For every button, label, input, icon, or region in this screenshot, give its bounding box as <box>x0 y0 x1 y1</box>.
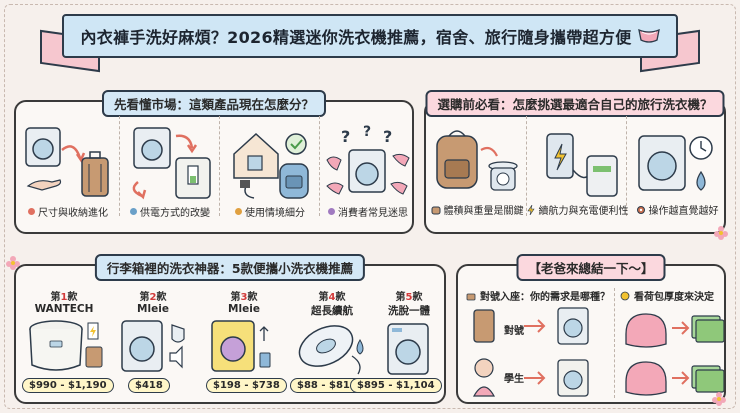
washer-battery-illustration <box>132 127 211 200</box>
selection-column-operation: 操作越直覺越好 <box>628 126 726 217</box>
caption-myths: 消費者常見迷思 <box>338 208 408 219</box>
products-heading: 行李箱裡的洗衣神器：5款便攜小洗衣機推薦 <box>94 254 366 281</box>
washer-to-suitcase-illustration <box>25 127 109 197</box>
suitcase-icon <box>466 293 476 300</box>
summary-right-title: 看荷包厚度來決定 <box>620 288 714 303</box>
washer-question-illustration: ? ? ? <box>326 124 410 195</box>
backpack-scale-illustration <box>436 130 518 191</box>
washer-dryer-illustration <box>387 323 429 375</box>
product-card-2[interactable]: 第2款 Mleie $418 <box>114 288 192 400</box>
svg-text:?: ? <box>363 124 371 140</box>
gear-icon <box>636 205 645 214</box>
page-frame <box>4 4 736 409</box>
svg-text:?: ? <box>341 127 350 146</box>
product-price-2: $418 <box>128 378 170 393</box>
product-name-2: Mleie <box>137 303 169 315</box>
summary-panel: 【老爸來總結一下～】 對號入座：你的需求是哪種？ 看荷包厚度來決定 對號 學生 <box>456 254 726 404</box>
product-rank-4: 4 <box>328 292 336 303</box>
product-rank-1: 1 <box>60 292 68 303</box>
budget-illustration <box>625 313 724 396</box>
backpack-icon <box>431 206 440 214</box>
title-banner: 內衣褲手洗好麻煩？2026精選迷你洗衣機推薦，宿舍、旅行隨身攜帶超方便 <box>62 14 678 58</box>
front-load-washer-illustration <box>121 320 185 372</box>
coin-icon <box>620 291 630 300</box>
summary-left-title: 對號入座：你的需求是哪種？ <box>466 288 610 303</box>
product-name-3: Mleie <box>228 303 260 315</box>
product-rank-2: 2 <box>149 292 157 303</box>
product-name-1: WANTECH <box>34 303 94 315</box>
flower-icon <box>6 256 20 270</box>
product-price-1: $990 - $1,190 <box>22 378 114 393</box>
needs-matching-illustration <box>472 307 589 397</box>
flower-icon <box>714 226 728 240</box>
market-heading: 先看懂市場：這類產品現在怎麼分？ <box>101 90 327 117</box>
product-card-5[interactable]: 第5款 洗脫一體 $895 - $1,104 <box>350 288 446 400</box>
svg-text:?: ? <box>383 127 392 146</box>
role-label-2: 學生 <box>504 374 524 385</box>
compact-washer-illustration <box>29 320 103 371</box>
product-card-1[interactable]: 第1款 WANTECH $990 - $1,190 <box>22 288 114 400</box>
selection-column-weight: 體積與重量是關鍵 <box>428 126 526 217</box>
products-panel: 行李箱裡的洗衣神器：5款便攜小洗衣機推薦 第1款 WANTECH $990 - … <box>14 254 446 404</box>
product-card-4[interactable]: 第4款 超長續航 $88 - $818 <box>290 288 372 400</box>
market-panel: 先看懂市場：這類產品現在怎麼分？ 尺寸與收納進化 <box>14 90 414 234</box>
selection-heading: 選購前必看：怎麼挑選最適合自己的旅行洗衣機？ <box>425 90 725 117</box>
flower-icon <box>712 392 726 406</box>
caption-size: 尺寸與收納進化 <box>38 208 108 219</box>
house-backpack-illustration <box>233 132 309 199</box>
product-rank-5: 5 <box>405 292 413 303</box>
phone-powerbank-illustration <box>546 133 618 197</box>
lightning-icon <box>526 204 535 215</box>
caption-power: 供電方式的改變 <box>140 208 210 219</box>
selection-panel: 選購前必看：怎麼挑選最適合自己的旅行洗衣機？ 體積與重量是關鍵 續航力與充 <box>424 90 726 234</box>
market-column-scenario: 使用情境細分 <box>222 124 318 219</box>
washer-clock-illustration <box>638 135 713 191</box>
market-column-myths: ? ? ? 消費者常見迷思 <box>322 124 414 219</box>
product-rank-3: 3 <box>240 292 248 303</box>
selection-column-battery: 續航力與充電便利性 <box>526 126 629 217</box>
yellow-washer-illustration <box>211 320 271 372</box>
product-price-5: $895 - $1,104 <box>350 378 442 393</box>
market-column-power: 供電方式的改變 <box>122 124 218 219</box>
summary-heading: 【老爸來總結一下～】 <box>516 254 666 281</box>
page-title: 內衣褲手洗好麻煩？2026精選迷你洗衣機推薦，宿舍、旅行隨身攜帶超方便 <box>80 28 632 47</box>
portable-ultrasonic-washer-illustration <box>298 325 364 375</box>
underwear-icon <box>637 28 660 43</box>
caption-battery: 續航力與充電便利性 <box>538 206 629 217</box>
product-name-5: 洗脫一體 <box>388 305 430 317</box>
caption-scenario: 使用情境細分 <box>245 208 305 219</box>
product-name-4: 超長續航 <box>311 305 353 317</box>
product-card-3[interactable]: 第3款 Mleie $198 - $738 <box>202 288 287 400</box>
caption-weight: 體積與重量是關鍵 <box>443 206 524 217</box>
caption-operation: 操作越直覺越好 <box>648 206 719 217</box>
role-label-1: 對號 <box>504 326 524 337</box>
product-price-3: $198 - $738 <box>206 378 287 393</box>
market-column-size: 尺寸與收納進化 <box>20 124 116 219</box>
